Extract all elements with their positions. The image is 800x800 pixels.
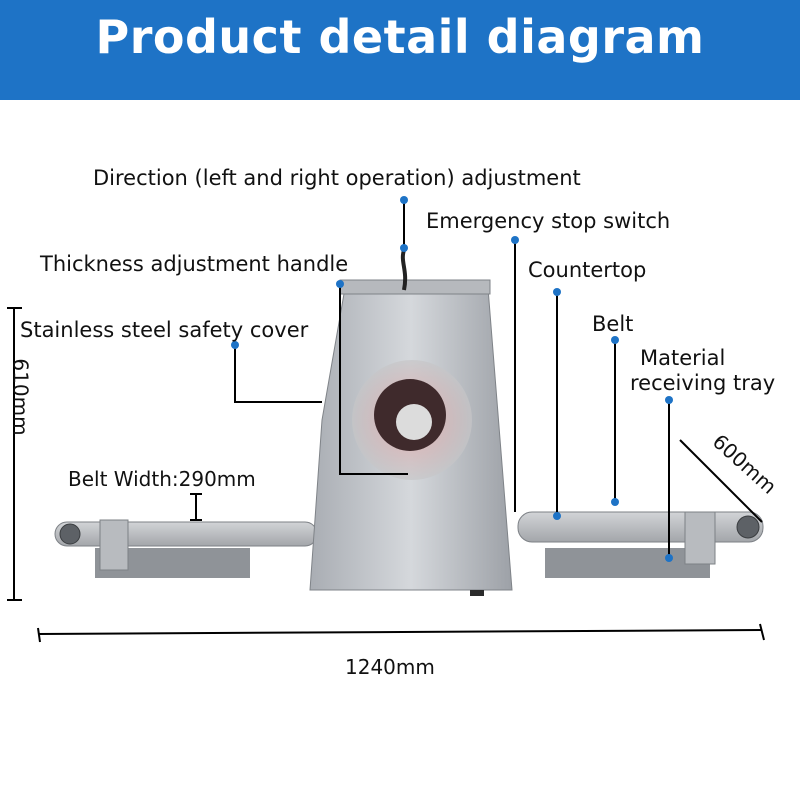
page-title: Product detail diagram bbox=[95, 10, 705, 64]
left-roller bbox=[59, 523, 81, 545]
direction-knob bbox=[400, 249, 408, 291]
leader-safety-cover bbox=[234, 345, 322, 403]
label-direction-adjustment: Direction (left and right operation) adj… bbox=[93, 166, 581, 190]
length-cap-left bbox=[37, 627, 41, 643]
dimension-height: 610mm bbox=[8, 358, 33, 436]
label-emergency-stop-switch: Emergency stop switch bbox=[426, 209, 671, 233]
roller-hub bbox=[396, 404, 432, 440]
safety-cover bbox=[309, 249, 513, 596]
dot-thickness-handle bbox=[336, 280, 344, 288]
dot-belt bbox=[611, 336, 619, 344]
label-receiving-tray: receiving tray bbox=[630, 371, 776, 395]
label-material: Material bbox=[640, 346, 726, 370]
dot-receiving-tray-end bbox=[665, 554, 673, 562]
callout-lines bbox=[234, 200, 670, 558]
right-tray bbox=[545, 548, 710, 578]
title-banner: Product detail diagram bbox=[0, 0, 800, 100]
dot-direction-end bbox=[400, 244, 408, 252]
dot-countertop bbox=[553, 288, 561, 296]
right-bracket bbox=[684, 511, 716, 565]
dot-safety-cover bbox=[231, 341, 239, 349]
dot-belt-end bbox=[611, 498, 619, 506]
left-conveyor bbox=[54, 519, 318, 578]
left-bracket bbox=[99, 519, 129, 571]
label-thickness-adjustment-handle: Thickness adjustment handle bbox=[40, 252, 349, 276]
left-belt bbox=[54, 521, 318, 547]
foot bbox=[470, 590, 484, 596]
right-conveyor bbox=[517, 511, 764, 578]
dot-direction bbox=[400, 196, 408, 204]
dimension-length: 1240mm bbox=[345, 655, 435, 679]
callout-dots bbox=[231, 196, 673, 562]
right-roller bbox=[736, 515, 760, 539]
label-countertop: Countertop bbox=[528, 258, 647, 282]
label-belt: Belt bbox=[592, 312, 634, 336]
leader-thickness-handle bbox=[339, 283, 408, 475]
depth-dimension-line bbox=[679, 439, 763, 523]
dimension-belt-width: Belt Width:290mm bbox=[68, 467, 256, 491]
dot-countertop-end bbox=[553, 512, 561, 520]
dot-receiving-tray bbox=[665, 396, 673, 404]
length-cap-right bbox=[759, 623, 765, 641]
dimension-lines bbox=[7, 307, 765, 643]
length-dimension-line bbox=[37, 629, 763, 635]
dot-emergency-stop bbox=[511, 236, 519, 244]
housing-top bbox=[339, 279, 491, 295]
label-stainless-steel-safety-cover: Stainless steel safety cover bbox=[20, 318, 309, 342]
